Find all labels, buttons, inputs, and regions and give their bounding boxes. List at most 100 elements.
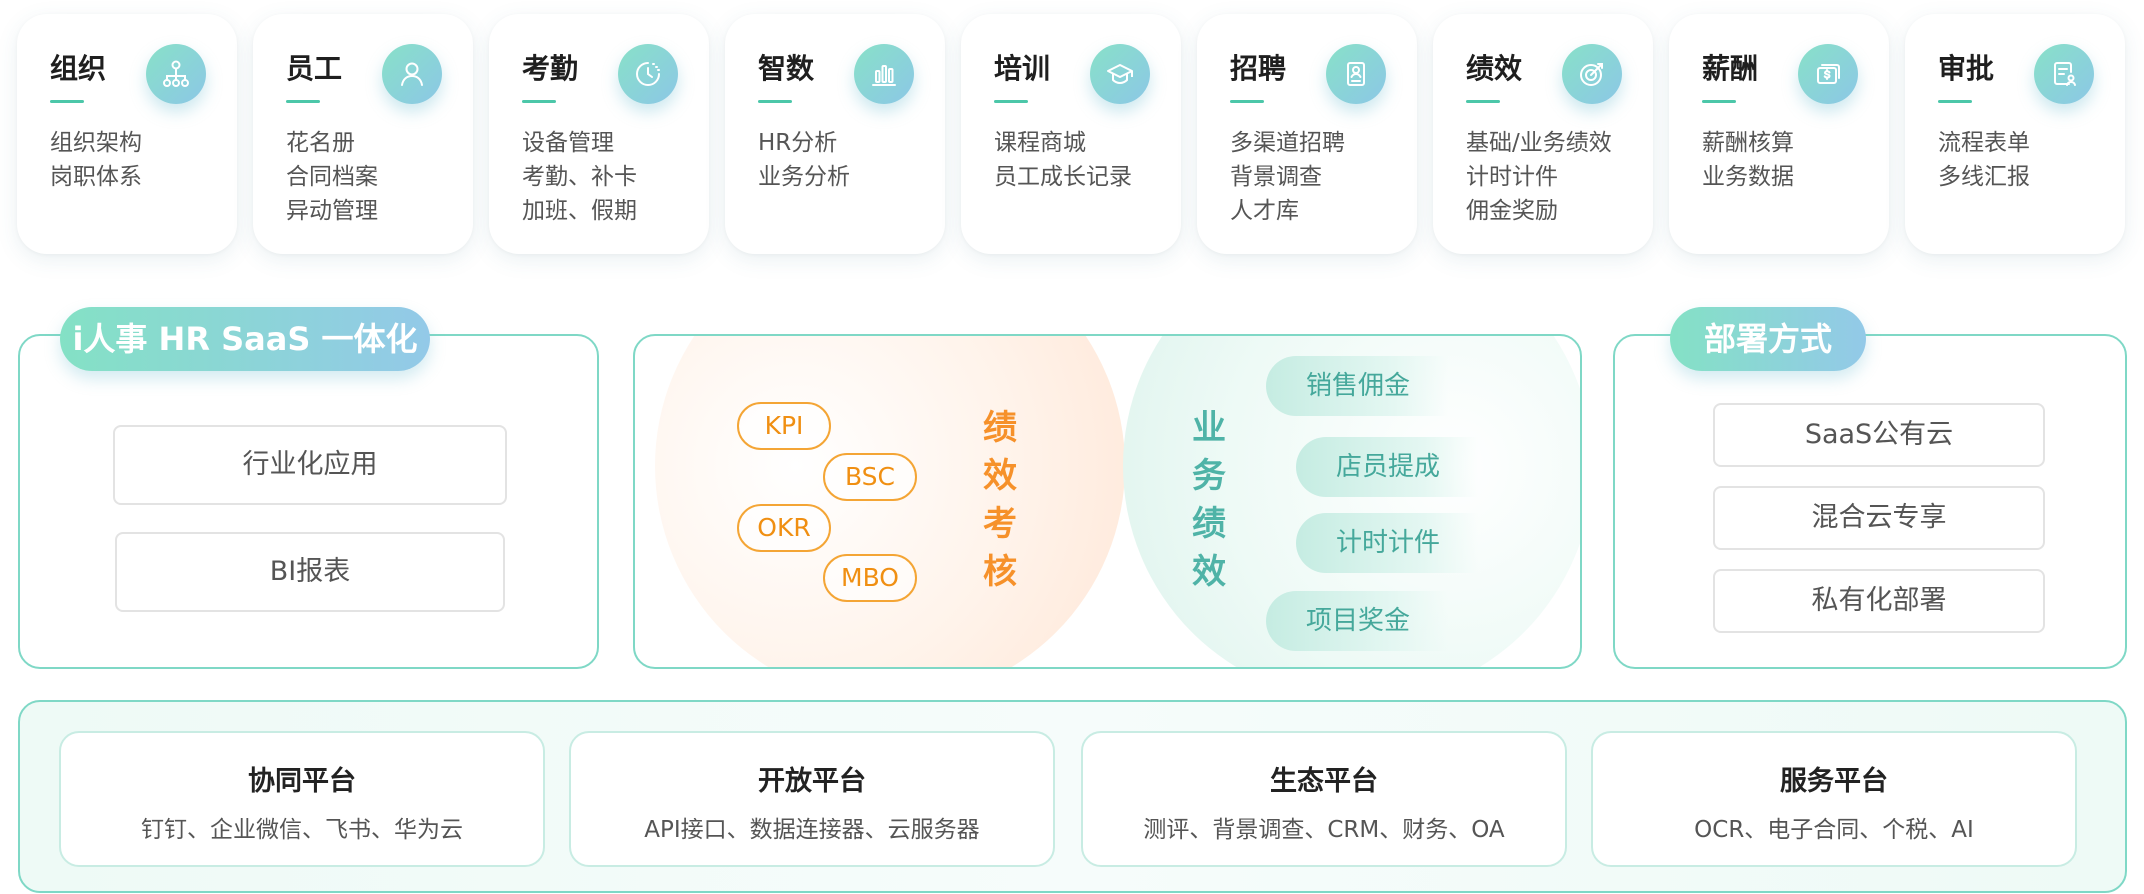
platform-title: 协同平台 xyxy=(248,766,356,797)
module-title: 培训 xyxy=(994,52,1051,85)
module-card-recruit[interactable]: 招聘 多渠道招聘 背景调查 人才库 xyxy=(1197,14,1417,254)
public-cloud-box[interactable]: SaaS公有云 xyxy=(1713,403,2045,467)
title-underline xyxy=(1466,100,1500,103)
collaboration-platform-card[interactable]: 协同平台 钉钉、企业微信、飞书、华为云 xyxy=(59,731,545,867)
platform-title: 生态平台 xyxy=(1270,766,1378,797)
module-items: 薪酬核算 业务数据 xyxy=(1702,126,1794,194)
module-card-approval[interactable]: 审批 流程表单 多线汇报 xyxy=(1905,14,2125,254)
module-item: 花名册 xyxy=(286,130,355,156)
title-char: 业务绩效 xyxy=(1189,404,1229,596)
title-char: 效 xyxy=(1192,552,1226,592)
title-underline xyxy=(1938,100,1972,103)
resume-icon xyxy=(1326,44,1386,104)
kpi-pill[interactable]: KPI xyxy=(737,402,831,450)
module-item: 课程商城 xyxy=(994,130,1086,156)
industry-app-box[interactable]: 行业化应用 xyxy=(113,425,507,505)
module-title: 员工 xyxy=(286,52,343,85)
approval-form-icon xyxy=(2034,44,2094,104)
module-title: 招聘 xyxy=(1230,52,1287,85)
title-underline xyxy=(1230,100,1264,103)
title-char: 绩 xyxy=(983,408,1017,448)
performance-review-title: 绩效考核 xyxy=(980,404,1020,596)
money-icon xyxy=(1798,44,1858,104)
title-char: 绩效考核 xyxy=(980,404,1020,596)
module-title: 薪酬 xyxy=(1702,52,1759,85)
title-char: 务 xyxy=(1192,456,1226,496)
module-card-attendance[interactable]: 考勤 设备管理 考勤、补卡 加班、假期 xyxy=(489,14,709,254)
platform-desc: 测评、背景调查、CRM、财务、OA xyxy=(1143,817,1505,843)
module-card-staff[interactable]: 员工 花名册 合同档案 异动管理 xyxy=(253,14,473,254)
title-underline xyxy=(758,100,792,103)
module-item: 多渠道招聘 xyxy=(1230,130,1345,156)
title-underline xyxy=(286,100,320,103)
module-item: 背景调查 xyxy=(1230,164,1322,190)
module-item: 组织架构 xyxy=(50,130,142,156)
bsc-pill[interactable]: BSC xyxy=(823,453,917,501)
bi-report-box[interactable]: BI报表 xyxy=(115,532,505,612)
module-items: 基础/业务绩效 计时计件 佣金奖励 xyxy=(1466,126,1612,228)
title-char: 考 xyxy=(983,504,1017,544)
title-char: 业 xyxy=(1192,408,1226,448)
module-items: 组织架构 岗职体系 xyxy=(50,126,142,194)
module-items: 多渠道招聘 背景调查 人才库 xyxy=(1230,126,1345,228)
project-bonus-pill[interactable]: 项目奖金 xyxy=(1266,591,1448,651)
clerk-commission-pill[interactable]: 店员提成 xyxy=(1296,437,1478,497)
title-underline xyxy=(522,100,556,103)
module-item: 加班、假期 xyxy=(522,198,637,224)
hybrid-cloud-box[interactable]: 混合云专享 xyxy=(1713,486,2045,550)
title-underline xyxy=(1702,100,1736,103)
ecosystem-platform-card[interactable]: 生态平台 测评、背景调查、CRM、财务、OA xyxy=(1081,731,1567,867)
graduation-cap-icon xyxy=(1090,44,1150,104)
service-platform-card[interactable]: 服务平台 OCR、电子合同、个税、AI xyxy=(1591,731,2077,867)
module-item: 合同档案 xyxy=(286,164,378,190)
module-item: 计时计件 xyxy=(1466,164,1558,190)
module-items: 课程商城 员工成长记录 xyxy=(994,126,1132,194)
module-card-performance[interactable]: 绩效 基础/业务绩效 计时计件 佣金奖励 xyxy=(1433,14,1653,254)
mbo-pill[interactable]: MBO xyxy=(823,554,917,602)
module-card-salary[interactable]: 薪酬 薪酬核算 业务数据 xyxy=(1669,14,1889,254)
module-card-training[interactable]: 培训 课程商城 员工成长记录 xyxy=(961,14,1181,254)
module-item: 人才库 xyxy=(1230,198,1299,224)
deployment-tag: 部署方式 xyxy=(1670,307,1866,371)
title-char: 绩 xyxy=(1192,504,1226,544)
module-item: 异动管理 xyxy=(286,198,378,224)
org-chart-icon xyxy=(146,44,206,104)
okr-pill[interactable]: OKR xyxy=(737,504,831,552)
platform-desc: API接口、数据连接器、云服务器 xyxy=(644,817,980,843)
module-item: HR分析 xyxy=(758,130,838,156)
business-performance-title: 业务绩效 xyxy=(1189,404,1229,596)
module-item: 岗职体系 xyxy=(50,164,142,190)
sales-commission-pill[interactable]: 销售佣金 xyxy=(1266,356,1448,416)
module-item: 流程表单 xyxy=(1938,130,2030,156)
module-card-analytics[interactable]: 智数 HR分析 业务分析 xyxy=(725,14,945,254)
title-char: 效 xyxy=(983,456,1017,496)
private-deploy-box[interactable]: 私有化部署 xyxy=(1713,569,2045,633)
platform-title: 开放平台 xyxy=(758,766,866,797)
target-icon xyxy=(1562,44,1622,104)
integration-tag: i人事 HR SaaS 一体化 xyxy=(60,307,430,371)
bar-chart-icon xyxy=(854,44,914,104)
open-platform-card[interactable]: 开放平台 API接口、数据连接器、云服务器 xyxy=(569,731,1055,867)
module-item: 考勤、补卡 xyxy=(522,164,637,190)
module-title: 组织 xyxy=(50,52,107,85)
module-item: 基础/业务绩效 xyxy=(1466,130,1612,156)
module-item: 佣金奖励 xyxy=(1466,198,1558,224)
module-title: 绩效 xyxy=(1466,52,1523,85)
module-items: 流程表单 多线汇报 xyxy=(1938,126,2030,194)
module-item: 员工成长记录 xyxy=(994,164,1132,190)
module-items: 设备管理 考勤、补卡 加班、假期 xyxy=(522,126,637,228)
title-underline xyxy=(994,100,1028,103)
module-title: 智数 xyxy=(758,52,815,85)
module-card-org[interactable]: 组织 组织架构 岗职体系 xyxy=(17,14,237,254)
module-item: 业务分析 xyxy=(758,164,850,190)
module-title: 审批 xyxy=(1938,52,1995,85)
module-items: HR分析 业务分析 xyxy=(758,126,850,194)
platform-desc: OCR、电子合同、个税、AI xyxy=(1694,817,1974,843)
module-cards: 组织 组织架构 岗职体系 员工 花名册 合同档案 异动管理 考勤 xyxy=(17,14,2127,254)
performance-review-circle xyxy=(655,336,1125,667)
piecework-pill[interactable]: 计时计件 xyxy=(1296,513,1478,573)
clock-icon xyxy=(618,44,678,104)
module-item: 多线汇报 xyxy=(1938,164,2030,190)
title-underline xyxy=(50,100,84,103)
module-item: 业务数据 xyxy=(1702,164,1794,190)
